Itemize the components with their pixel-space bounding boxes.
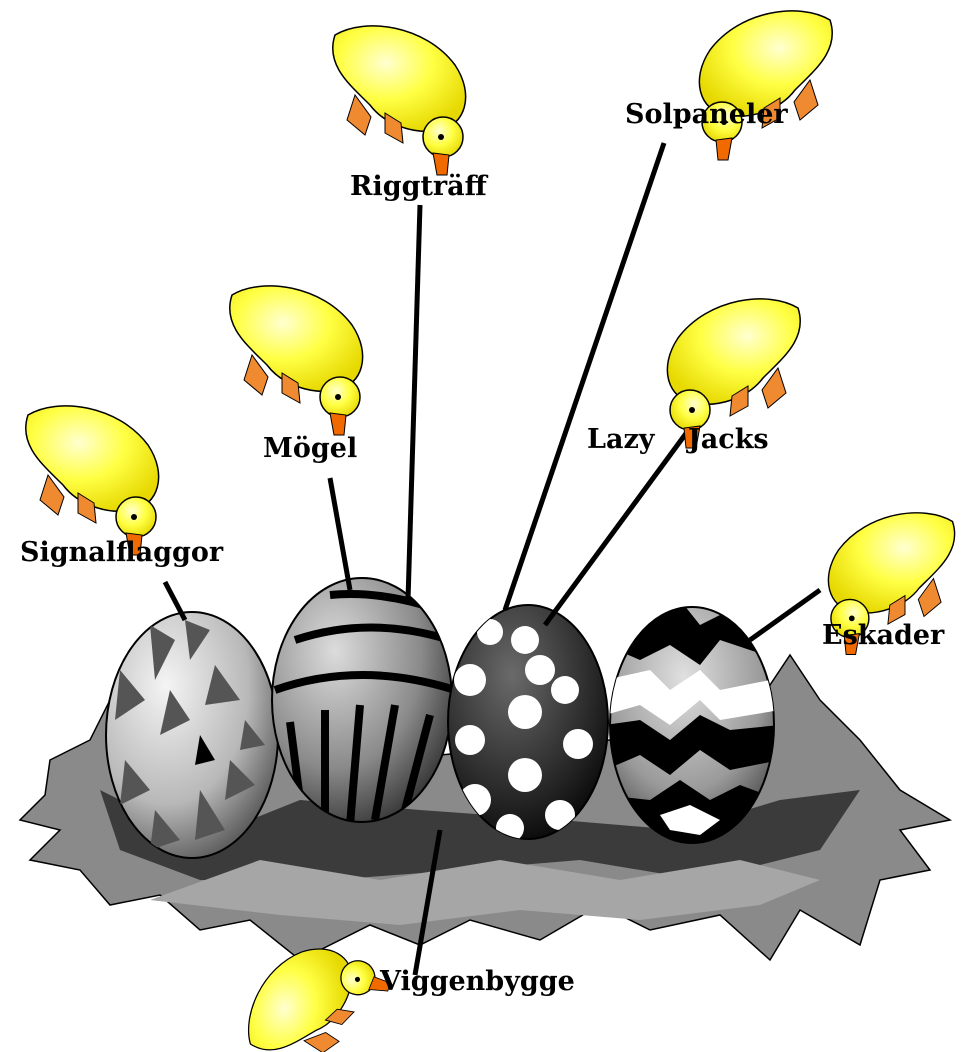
duckling-icon <box>230 286 363 435</box>
label-solpaneler: Solpaneler <box>625 99 788 130</box>
label-mogel: Mögel <box>263 433 357 464</box>
duckling-icon <box>699 11 832 160</box>
duckling-icon <box>242 935 394 1052</box>
egg-triangles <box>106 612 278 858</box>
label-lazy: Lazy <box>587 424 656 455</box>
label-signalflaggor: Signalflaggor <box>20 537 224 568</box>
label-jacks: Jacks <box>686 424 769 455</box>
duckling-icon <box>26 406 159 555</box>
label-eskader: Eskader <box>822 620 945 651</box>
duckling-icon <box>333 26 466 175</box>
egg-polka-dots <box>448 605 608 842</box>
label-riggtraff: Riggträff <box>350 171 489 202</box>
label-viggenbygge: Viggenbygge <box>379 966 575 997</box>
